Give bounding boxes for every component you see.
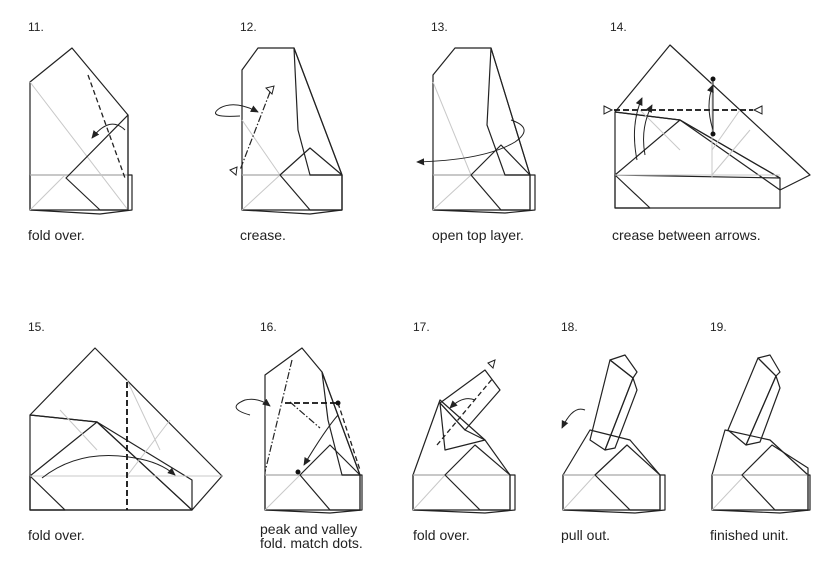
- step-15: 15. fold over.: [0, 300, 230, 550]
- step-caption: peak and valley fold. match dots.: [260, 521, 363, 551]
- step-caption: fold over.: [413, 527, 470, 543]
- step-11: 11. fold over.: [0, 0, 190, 250]
- step-number: 14.: [610, 20, 627, 34]
- step-13: 13. open top layer.: [405, 0, 595, 250]
- step-caption: fold over.: [28, 227, 85, 243]
- step-16: 16. peak and valley fold. match dots.: [230, 300, 420, 550]
- step-18: 18. pull out.: [535, 300, 725, 550]
- step-number: 16.: [260, 320, 277, 334]
- step-12: 12. crease.: [210, 0, 400, 250]
- step-19: 19. finished unit.: [680, 300, 833, 550]
- step-caption: crease.: [240, 227, 286, 243]
- step-caption: crease between arrows.: [612, 227, 761, 243]
- step-caption: open top layer.: [432, 227, 524, 243]
- fold-diagram-11: [29, 47, 133, 215]
- fold-diagram-16: [235, 347, 363, 514]
- step-number: 19.: [710, 320, 727, 334]
- step-number: 18.: [561, 320, 578, 334]
- step-number: 11.: [28, 20, 44, 34]
- step-caption: fold over.: [28, 527, 85, 543]
- step-14: 14. crease between arrows.: [600, 0, 833, 250]
- step-number: 15.: [28, 320, 45, 334]
- fold-diagram-13: [416, 47, 536, 214]
- step-caption: pull out.: [561, 527, 611, 543]
- step-number: 12.: [240, 20, 257, 34]
- step-caption: finished unit.: [710, 527, 789, 543]
- fold-diagram-18: [561, 354, 666, 514]
- step-number: 13.: [431, 20, 448, 34]
- fold-diagram-19: [711, 354, 811, 514]
- step-number: 17.: [413, 320, 430, 334]
- step-17: 17. fold over.: [385, 300, 575, 550]
- fold-diagram-15: [29, 347, 223, 511]
- fold-diagram-17: [412, 359, 516, 514]
- fold-diagram-14: [603, 44, 811, 209]
- fold-diagram-12: [215, 47, 343, 215]
